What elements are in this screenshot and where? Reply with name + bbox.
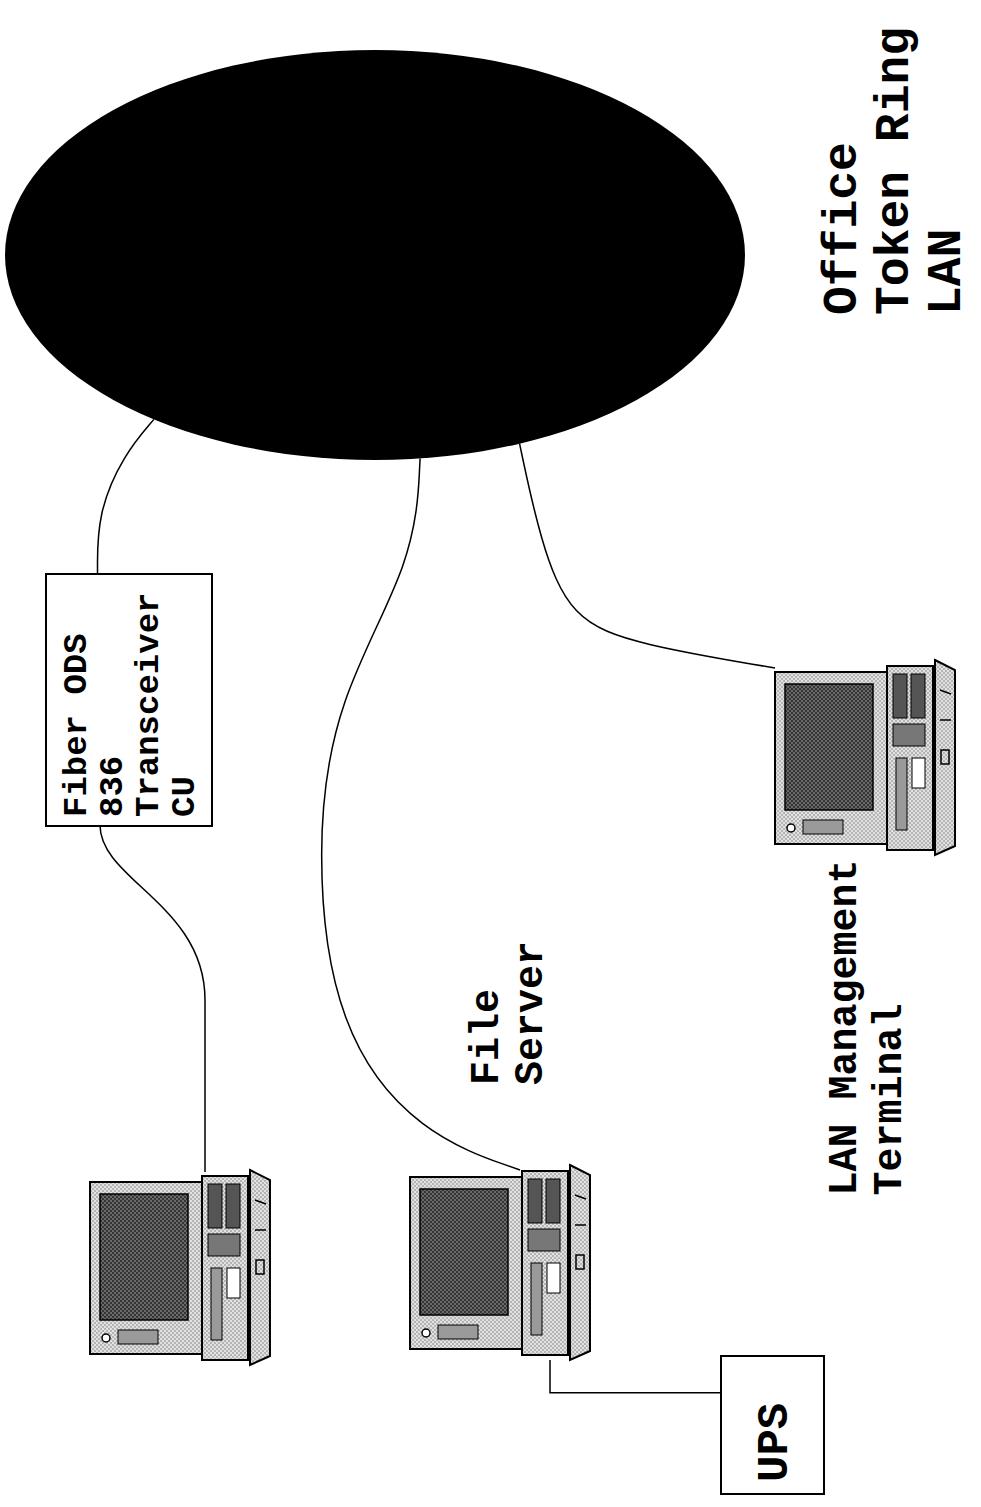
transceiver-box: Fiber ODS 836 Transceiver CU <box>45 573 213 827</box>
management-computer <box>775 660 955 855</box>
network-cable <box>520 444 775 668</box>
network-cable <box>550 1360 720 1393</box>
file-server-label: File Server <box>466 935 554 1085</box>
file-server: File Server <box>410 1165 590 1360</box>
ring-ellipse-fill <box>5 50 745 460</box>
token-ring-label: Office Token Ring LAN <box>817 15 973 315</box>
ring-ellipse <box>5 50 745 460</box>
ups-box: UPS <box>720 1355 825 1495</box>
file-server-computer <box>410 1165 590 1360</box>
fiber-wire <box>100 825 205 1172</box>
transceiver-box-label: Fiber ODS 836 Transceiver CU <box>59 587 203 817</box>
management-terminal-label: LAN Management Terminal <box>823 851 913 1196</box>
workstation-computer <box>90 1170 270 1365</box>
network-cable <box>98 419 154 573</box>
token-ring: Office Token Ring LAN <box>5 50 745 460</box>
ups-box-label: UPS <box>751 1372 799 1482</box>
management-terminal: LAN Management Terminal <box>775 660 955 855</box>
